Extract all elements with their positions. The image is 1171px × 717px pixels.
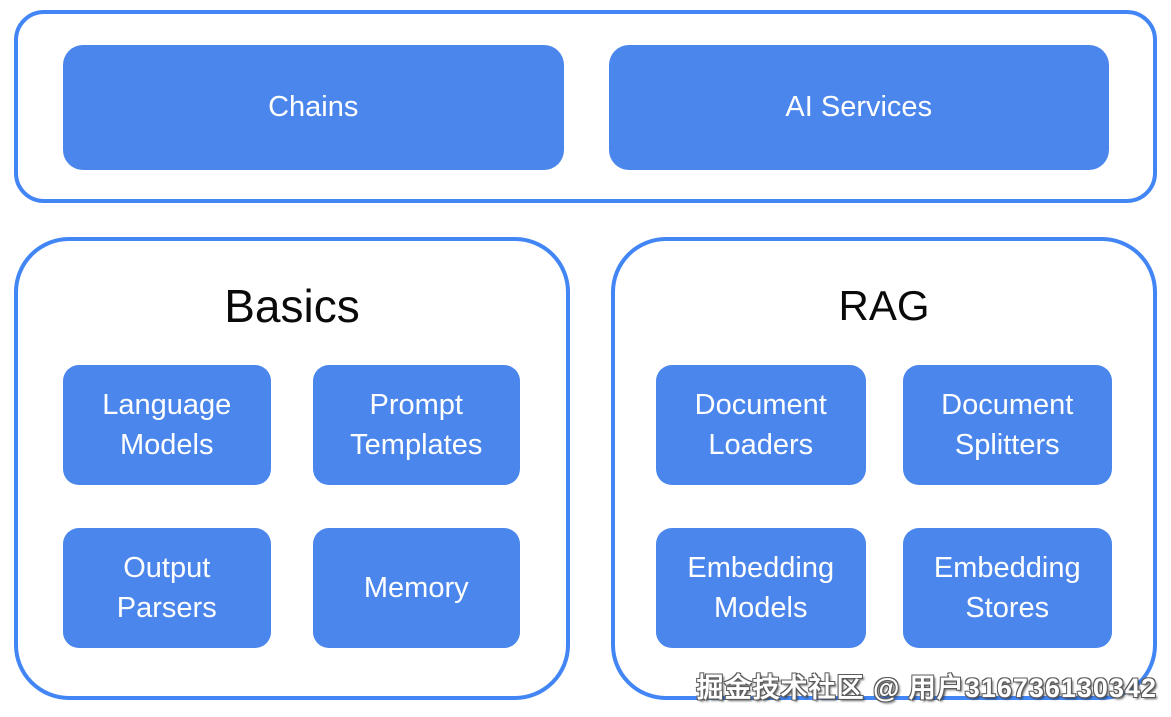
watermark: 掘金技术社区 @ 用户316736130342 [696, 673, 1157, 703]
document-loaders-box-label: Document Loaders [694, 388, 827, 461]
language-models-box: Language Models [63, 365, 271, 485]
basics-grid: Language Models Prompt Templates Output … [18, 365, 566, 648]
embedding-models-box: Embedding Models [656, 528, 866, 648]
rag-grid: Document Loaders Document Splitters Embe… [615, 365, 1153, 648]
chains-box-label: Chains [268, 91, 359, 123]
embedding-stores-box: Embedding Stores [902, 528, 1112, 648]
memory-box-label: Memory [363, 571, 469, 604]
basics-panel-title: Basics [224, 280, 360, 332]
rag-panel: RAG Document Loaders Document Splitters … [611, 237, 1157, 700]
ai-services-box: AI Services [608, 45, 1109, 170]
basics-panel: Basics Language Models Prompt Templates … [14, 237, 570, 700]
output-parsers-box-label: Output Parsers [116, 551, 217, 624]
document-loaders-box: Document Loaders [656, 365, 866, 485]
rag-panel-title: RAG [838, 282, 930, 329]
prompt-templates-box-label: Prompt Templates [350, 388, 483, 461]
embedding-models-box-label: Embedding Models [687, 551, 835, 624]
top-panel: Chains AI Services [14, 10, 1157, 203]
document-splitters-box-label: Document Splitters [941, 388, 1074, 461]
embedding-stores-box-label: Embedding Stores [933, 551, 1081, 624]
ai-services-box-label: AI Services [785, 91, 933, 123]
prompt-templates-box: Prompt Templates [312, 365, 520, 485]
output-parsers-box: Output Parsers [63, 528, 271, 648]
language-models-box-label: Language Models [102, 388, 232, 461]
chains-box: Chains [63, 45, 564, 170]
document-splitters-box: Document Splitters [902, 365, 1112, 485]
memory-box: Memory [312, 528, 520, 648]
